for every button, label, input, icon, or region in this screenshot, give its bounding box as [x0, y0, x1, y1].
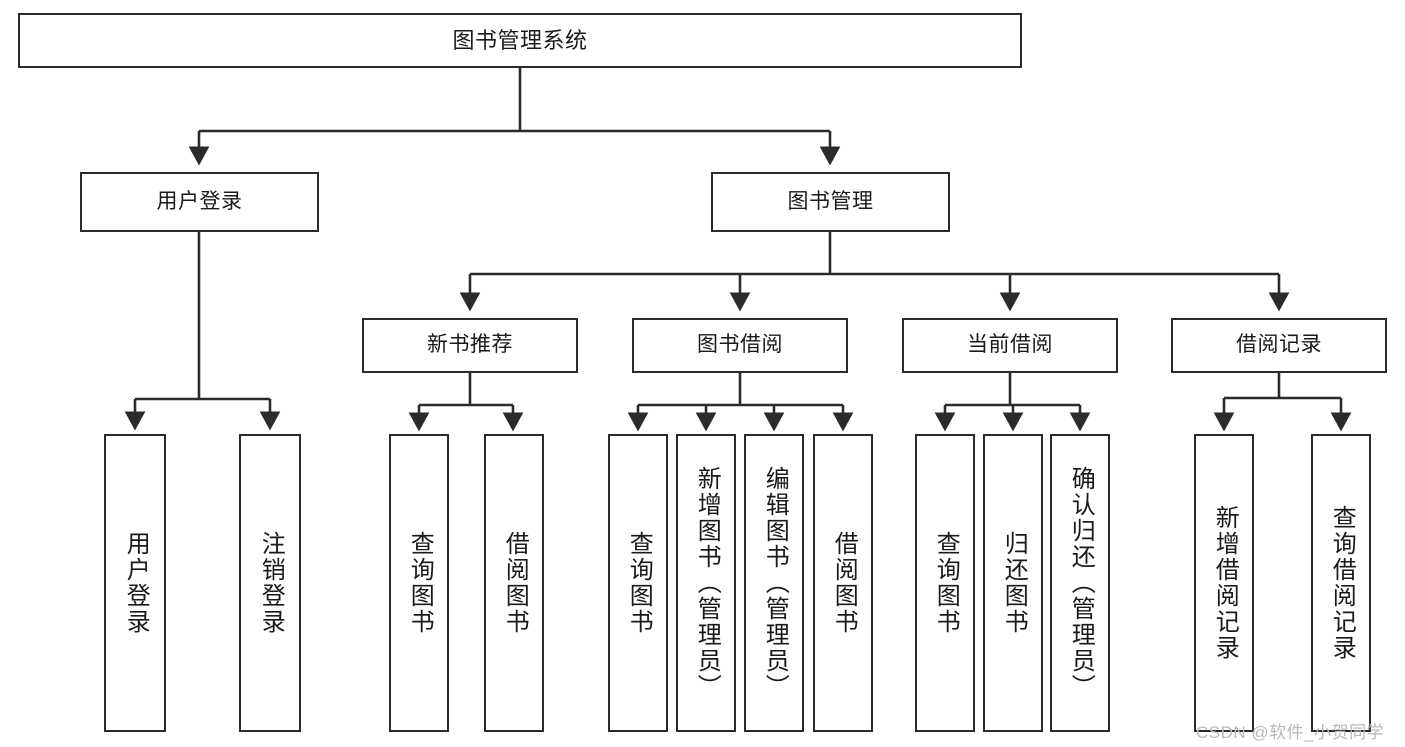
- node-label: 查询图书: [625, 531, 653, 635]
- node-current-borrow[interactable]: 当前借阅: [902, 318, 1118, 373]
- node-label: 确认归还（管理员）: [1067, 466, 1095, 700]
- node-label: 注销登录: [257, 531, 285, 635]
- leaf-add-borrow-record[interactable]: 新增借阅记录: [1194, 434, 1254, 732]
- node-label: 借阅图书: [501, 531, 529, 635]
- leaf-add-book-admin[interactable]: 新增图书（管理员）: [676, 434, 736, 732]
- leaf-logout[interactable]: 注销登录: [239, 434, 301, 732]
- node-label: 图书管理: [787, 189, 874, 213]
- leaf-edit-book-admin[interactable]: 编辑图书（管理员）: [744, 434, 804, 732]
- node-label: 借阅图书: [830, 531, 858, 635]
- node-label: 借阅记录: [1236, 333, 1322, 357]
- node-label: 编辑图书（管理员）: [761, 466, 789, 700]
- node-label: 归还图书: [1000, 531, 1028, 635]
- node-label: 查询借阅记录: [1328, 505, 1356, 661]
- node-label: 新增图书（管理员）: [693, 466, 721, 700]
- node-label: 用户登录: [156, 189, 243, 213]
- leaf-query-book-recommend[interactable]: 查询图书: [389, 434, 449, 732]
- leaf-query-borrow-record[interactable]: 查询借阅记录: [1311, 434, 1371, 732]
- leaf-user-login[interactable]: 用户登录: [104, 434, 166, 732]
- leaf-query-book-borrow[interactable]: 查询图书: [608, 434, 668, 732]
- node-root-system[interactable]: 图书管理系统: [18, 13, 1022, 68]
- node-book-borrow[interactable]: 图书借阅: [632, 318, 848, 373]
- leaf-borrow-book[interactable]: 借阅图书: [813, 434, 873, 732]
- node-label: 图书管理系统: [452, 27, 588, 53]
- node-label: 查询图书: [932, 531, 960, 635]
- node-label: 当前借阅: [967, 333, 1053, 357]
- node-label: 新书推荐: [427, 333, 513, 357]
- node-book-management[interactable]: 图书管理: [711, 172, 950, 232]
- node-label: 用户登录: [122, 531, 150, 635]
- leaf-return-book[interactable]: 归还图书: [983, 434, 1043, 732]
- node-borrow-record[interactable]: 借阅记录: [1171, 318, 1387, 373]
- node-new-book-recommend[interactable]: 新书推荐: [362, 318, 578, 373]
- node-label: 查询图书: [406, 531, 434, 635]
- leaf-query-book-current[interactable]: 查询图书: [915, 434, 975, 732]
- node-label: 新增借阅记录: [1211, 505, 1239, 661]
- leaf-confirm-return-admin[interactable]: 确认归还（管理员）: [1050, 434, 1110, 732]
- leaf-borrow-book-recommend[interactable]: 借阅图书: [484, 434, 544, 732]
- node-label: 图书借阅: [697, 333, 783, 357]
- node-user-login[interactable]: 用户登录: [80, 172, 319, 232]
- csdn-watermark: CSDN @软件_小贺同学: [1196, 723, 1385, 742]
